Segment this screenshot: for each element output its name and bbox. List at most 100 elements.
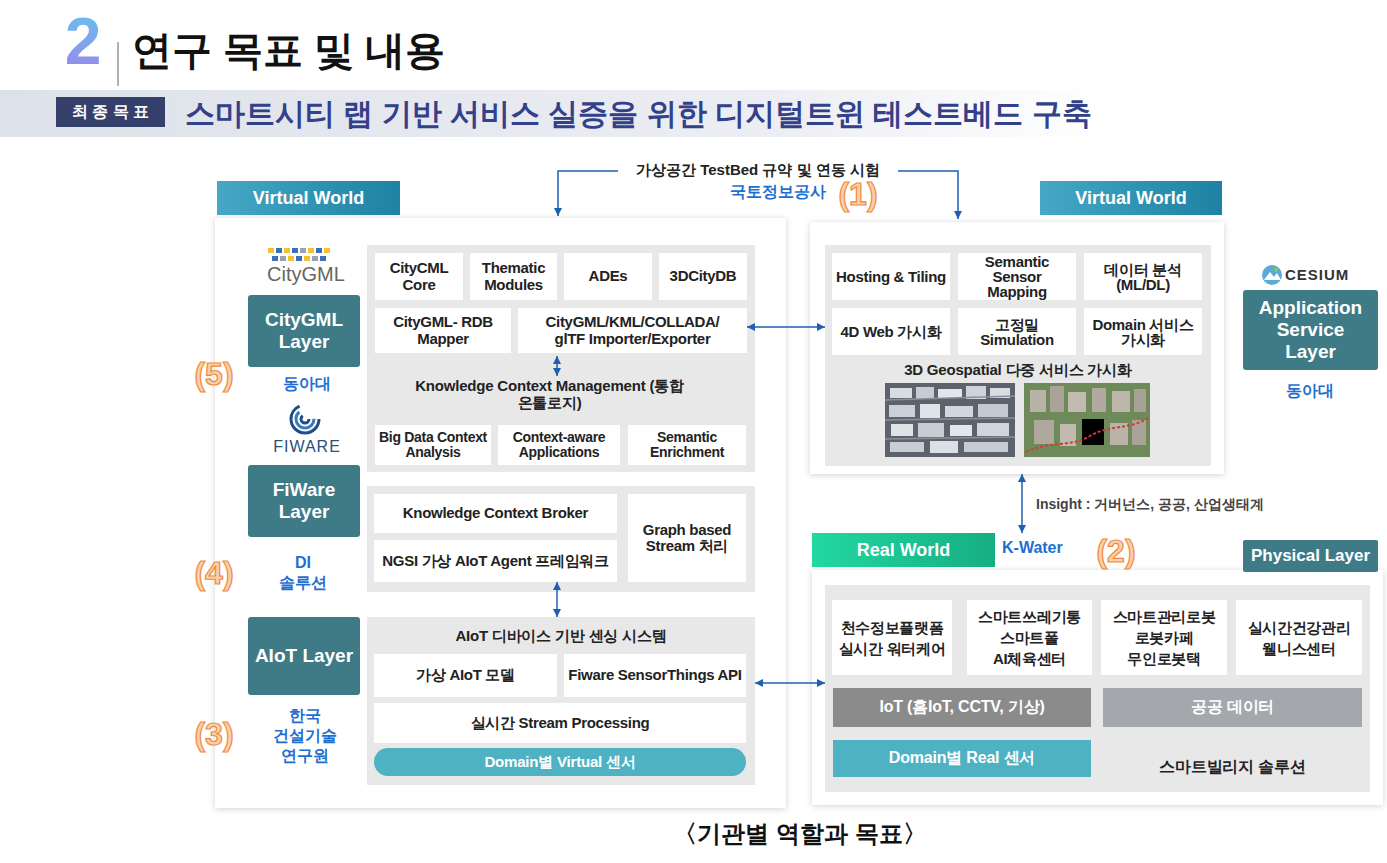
box-text: 실시간건강관리 웰니스센터 (1239, 617, 1359, 659)
module-box: ADEs (564, 253, 652, 300)
callout-number: (3) (186, 714, 242, 754)
figure-caption: 〈기관별 역할과 목표〉 (560, 818, 1040, 850)
callout-number: (2) (1088, 531, 1144, 571)
layer-box: Physical Layer (1243, 540, 1378, 572)
box-text: Context-aware Applications (499, 430, 619, 461)
box-text: AIoT Layer (254, 645, 354, 667)
group-ground (367, 486, 755, 592)
module-box: 4D Web 가시화 (832, 308, 950, 355)
module-box: Context-aware Applications (498, 425, 620, 465)
page-title: 연구 목표 및 내용 (132, 26, 732, 74)
box-text: Domain별 Real 센서 (833, 748, 1091, 769)
label-holder: K-Water (1002, 538, 1086, 558)
panel-heading: Virtual World (1040, 181, 1222, 215)
box-text: 스마트관리로봇 로봇카페 무인로봇택 (1104, 606, 1224, 669)
module-box: CityGML- RDB Mapper (375, 308, 511, 353)
logo-text: CityGML (250, 262, 362, 286)
box-text: 스마트빌리지 솔루션 (1103, 757, 1362, 778)
label-holder: (3) (186, 714, 242, 754)
label-holder: 국토정보공사 (718, 182, 838, 202)
callout-number: (1) (830, 174, 886, 214)
module-box: Semantic Sensor Mapping (958, 253, 1076, 300)
label-holder: 스마트시티 랩 기반 서비스 실증을 위한 디지털트윈 테스트베드 구축 (185, 90, 1185, 138)
box-text: 천수정보플랫폼 실시간 워터케어 (835, 617, 949, 659)
data-bar: IoT (홈IoT, CCTV, 기상) (833, 688, 1091, 727)
callout-number: (5) (186, 354, 242, 394)
box-text: IoT (홈IoT, CCTV, 기상) (833, 697, 1091, 718)
goal-badge: 최 종 목 표 (56, 97, 165, 127)
org-name: DI 솔루션 (270, 553, 336, 593)
note: 가상공간 TestBed 규약 및 연동 시험 (583, 160, 933, 180)
panel-ground (215, 218, 786, 808)
module-box: 실시간 Stream Processing (374, 703, 746, 743)
box-text: 3DCityDB (662, 268, 744, 285)
sensor-bar: Domain별 Real 센서 (833, 740, 1091, 777)
citygml-logo (268, 248, 330, 261)
group-panel: AIoT 디바이스 기반 센싱 시스템가상 AIoT 모델Fiware Sens… (367, 617, 755, 785)
layer-box: AIoT Layer (248, 617, 360, 695)
service-box: 천수정보플랫폼 실시간 워터케어 (832, 600, 952, 675)
org-name: 동아대 (254, 374, 360, 394)
label-holder: (1) (830, 174, 886, 214)
module-box: Domain 서비스 가시화 (1084, 308, 1202, 355)
panel-heading: Real World (812, 533, 995, 567)
label-holder: (4) (186, 553, 242, 593)
label-holder: (5) (186, 354, 242, 394)
label-holder: 한국 건설기술 연구원 (262, 706, 348, 766)
group-panel: 스마트빌리지 솔루션 천수정보플랫폼 실시간 워터케어 스마트쓰레기통 스마트폴 A… (825, 585, 1370, 792)
module-box: 3DCityDB (659, 253, 747, 300)
box-text: CityGML Layer (254, 309, 354, 353)
org-name: 국토정보공사 (718, 182, 838, 202)
module-box: CityGML/KML/COLLADA/ glTF Importer/Expor… (518, 308, 747, 353)
fiware-logo (291, 405, 319, 433)
label-holder: 동아대 (1262, 381, 1358, 401)
box-text: CityGML- RDB Mapper (391, 314, 495, 347)
box-text: Hosting & Tiling (835, 269, 947, 284)
goal-text: 스마트시티 랩 기반 서비스 실증을 위한 디지털트윈 테스트베드 구축 (185, 90, 1185, 138)
box-text: Application Service Layer (1249, 297, 1372, 363)
label-holder: Knowledge Context Management (통합 온톨로지) (412, 378, 687, 411)
box-text: Big Data Context Analysis (376, 430, 490, 461)
city-render (885, 383, 1015, 457)
box-text: NGSI 가상 AIoT Agent 프레임워크 (376, 553, 615, 570)
panel-ground (812, 570, 1383, 805)
box-text: 4D Web 가시화 (835, 324, 947, 339)
module-box: 고정밀 Simulation (958, 308, 1076, 355)
module-box: NGSI 가상 AIoT Agent 프레임워크 (374, 540, 617, 582)
connector-arrow (755, 682, 825, 684)
box-text: FiWare Layer (254, 479, 354, 523)
org-name: K-Water (1002, 538, 1086, 558)
layer-box: FiWare Layer (248, 465, 360, 537)
label-holder: 2 (56, 8, 110, 74)
label-holder: DI 솔루션 (270, 553, 336, 593)
edge-label: Insight : 거버넌스, 공공, 산업생태계 (1034, 495, 1270, 513)
label-holder: FIWARE (254, 437, 360, 457)
logo-text: FIWARE (254, 437, 360, 457)
box-text: Semantic Sensor Mapping (961, 254, 1073, 299)
box-text: ADEs (567, 268, 649, 285)
label-holder: CityGML (250, 262, 362, 286)
box-text: 고정밀 Simulation (961, 317, 1073, 347)
module-box: Semantic Enrichment (628, 425, 746, 465)
layer-box: CityGML Layer (248, 295, 360, 367)
module-box: Graph based Stream 처리 (628, 494, 746, 582)
module-box: 데이터 분석 (ML/DL) (1084, 253, 1202, 300)
bracket-arrow (898, 171, 958, 219)
org-name: 한국 건설기술 연구원 (262, 706, 348, 766)
city-render (1024, 383, 1150, 457)
box-text: 스마트쓰레기통 스마트폴 AI체육센터 (970, 606, 1089, 669)
box-text: 실시간 Stream Processing (377, 715, 743, 732)
box-text: Domain별 Virtual 센서 (374, 753, 746, 772)
label-holder: 동아대 (254, 374, 360, 394)
section-number: 2 (56, 8, 110, 74)
layer-box: Application Service Layer (1243, 290, 1378, 370)
module-box: Hosting & Tiling (832, 253, 950, 300)
label-holder: 가상공간 TestBed 규약 및 연동 시험 (583, 160, 933, 180)
box-text: Thematic Modules (473, 260, 554, 293)
connector-arrow (1021, 474, 1023, 533)
box-text: Physical Layer (1249, 546, 1372, 566)
box-text: 데이터 분석 (ML/DL) (1087, 262, 1199, 292)
module-box: Big Data Context Analysis (375, 425, 491, 465)
header-divider (117, 42, 119, 86)
service-box: 스마트쓰레기통 스마트폴 AI체육센터 (967, 600, 1092, 675)
